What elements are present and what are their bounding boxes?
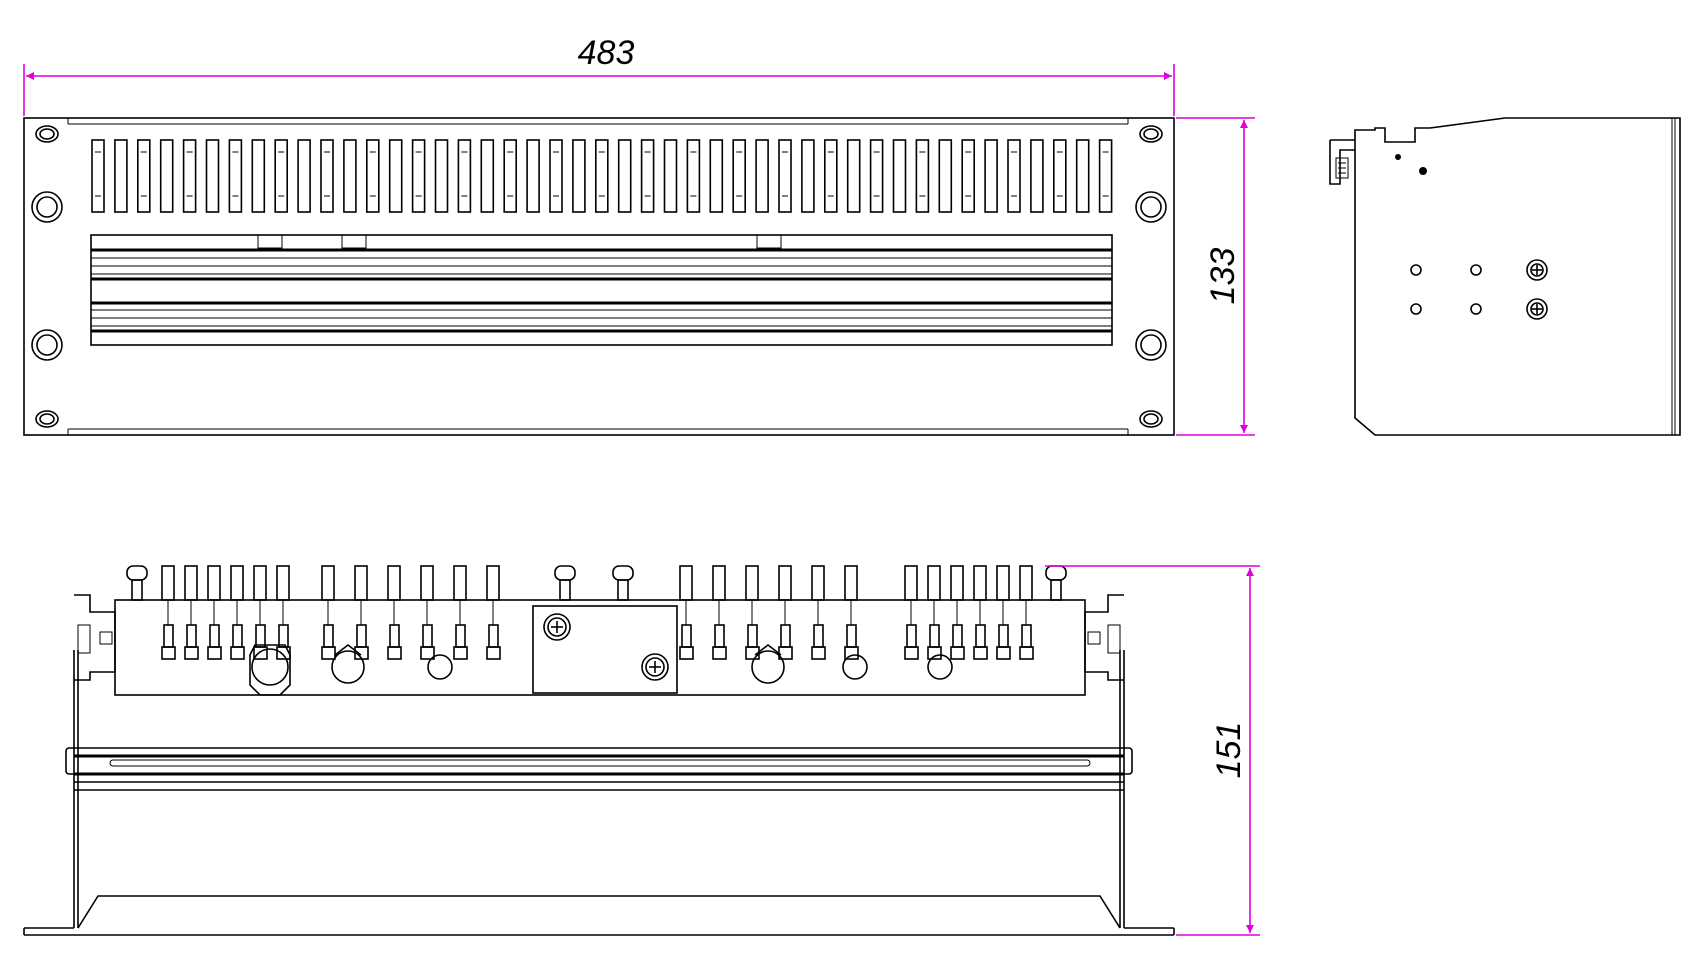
terminal-pins	[126, 565, 1067, 660]
screw-icon	[543, 613, 571, 641]
terminal-pin	[679, 565, 693, 601]
vent-slot	[663, 139, 678, 213]
width-dimension: 483	[23, 34, 1175, 116]
terminal-pin	[745, 565, 759, 601]
center-plate	[532, 605, 678, 694]
vent-slot	[480, 139, 495, 213]
vent-slot	[320, 139, 334, 213]
terminal-pin	[207, 565, 221, 601]
ventilation-slots	[91, 139, 1113, 213]
vent-slot	[755, 139, 769, 213]
vent-slot	[434, 139, 449, 213]
round-connectors	[249, 643, 953, 696]
mounting-holes-left	[31, 125, 63, 428]
terminal-pin	[1019, 565, 1033, 601]
terminal-pin	[950, 565, 964, 601]
vent-slot	[159, 139, 174, 213]
vent-slot	[572, 139, 586, 213]
height-dimension: 133	[1176, 117, 1255, 436]
vent-slot	[503, 139, 518, 213]
terminal-pin	[486, 565, 500, 601]
vent-slot	[915, 139, 930, 213]
depth-dimension: 151	[1045, 565, 1260, 936]
front-panel-outline	[23, 117, 1175, 436]
vent-slot	[778, 139, 792, 213]
mounting-holes-right	[1135, 125, 1167, 428]
vent-slot	[846, 139, 861, 213]
screw-icon	[1526, 298, 1548, 320]
vent-slot	[297, 139, 311, 213]
vent-slot	[1075, 139, 1090, 213]
depth-label: 151	[1210, 722, 1248, 779]
terminal-pin	[321, 565, 335, 601]
vent-slot	[549, 139, 563, 213]
terminal-strip-bar	[90, 234, 1113, 346]
terminal-pin	[253, 565, 267, 601]
terminal-pin	[276, 565, 290, 601]
terminal-pin	[387, 565, 401, 601]
vent-slot	[411, 139, 426, 213]
terminal-pin	[712, 565, 726, 601]
vent-slot	[1053, 139, 1067, 213]
terminal-pin	[161, 565, 175, 601]
vent-slot	[457, 139, 472, 213]
vent-slot	[1030, 139, 1044, 213]
vent-slot	[1007, 139, 1021, 213]
vent-slot	[365, 139, 380, 213]
top-view	[23, 565, 1175, 936]
vent-slot	[388, 139, 403, 213]
terminal-pin	[844, 565, 858, 601]
vent-slot	[182, 139, 197, 213]
vent-slot	[1098, 139, 1113, 213]
terminal-pin	[778, 565, 792, 601]
vent-slot	[526, 139, 540, 213]
vent-slot	[137, 139, 151, 213]
vent-slot	[869, 139, 884, 213]
terminal-pin	[184, 565, 198, 601]
vent-slot	[640, 139, 655, 213]
vent-slot	[938, 139, 953, 213]
terminal-pin	[927, 565, 941, 601]
screw-icon	[641, 653, 669, 681]
front-view	[23, 117, 1175, 436]
height-label: 133	[1204, 248, 1242, 305]
vent-slot	[228, 139, 243, 213]
screw-icon	[1526, 259, 1548, 281]
width-label: 483	[578, 34, 635, 72]
terminal-pin	[420, 565, 434, 601]
vent-slot	[91, 139, 105, 213]
vent-slot	[984, 139, 998, 213]
vent-slot	[892, 139, 907, 213]
vent-slot	[205, 139, 220, 213]
vent-slot	[686, 139, 701, 213]
vent-slot	[961, 139, 976, 213]
vent-slot	[114, 139, 128, 213]
vent-slot	[617, 139, 632, 213]
vent-slot	[251, 139, 266, 213]
terminal-pin	[973, 565, 987, 601]
vent-slot	[823, 139, 838, 213]
terminal-pin	[904, 565, 918, 601]
terminal-pin	[230, 565, 244, 601]
terminal-pin	[996, 565, 1010, 601]
terminal-pin	[811, 565, 825, 601]
vent-slot	[709, 139, 724, 213]
vent-slot	[801, 139, 815, 213]
vent-slot	[274, 139, 289, 213]
vent-slot	[732, 139, 747, 213]
terminal-pin	[354, 565, 368, 601]
vent-slot	[594, 139, 609, 213]
side-view	[1329, 117, 1681, 436]
terminal-pin	[453, 565, 467, 601]
vent-slot	[343, 139, 357, 213]
